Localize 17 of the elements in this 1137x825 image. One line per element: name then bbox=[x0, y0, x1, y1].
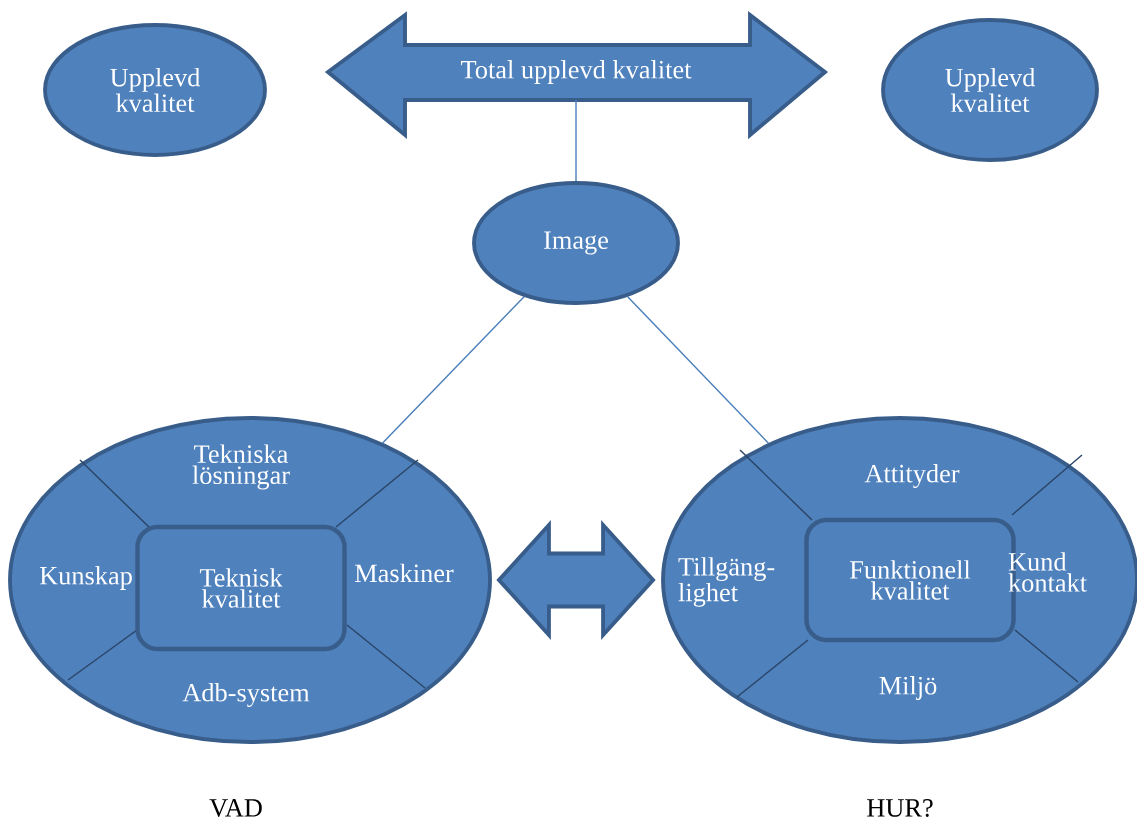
segment-label: Attityder bbox=[864, 464, 960, 488]
connector-line bbox=[381, 295, 525, 444]
caption-text: HUR? bbox=[867, 799, 933, 817]
segment-label: Adb-system bbox=[182, 683, 310, 707]
connector-line bbox=[575, 99, 577, 182]
rounded-box: Teknisk kvalitet bbox=[135, 524, 347, 652]
segment-label: Kunskap bbox=[39, 566, 132, 590]
segment-label: Miljö bbox=[879, 676, 937, 700]
ellipse-node: Upplevd kvalitet bbox=[43, 23, 267, 157]
segment-label: Tekniska lösningar bbox=[192, 444, 290, 490]
connector-line bbox=[626, 296, 770, 444]
segment-label: Maskiner bbox=[355, 563, 454, 583]
segment-label: Tillgäng- lighet bbox=[678, 557, 775, 607]
ellipse-node: Upplevd kvalitet bbox=[881, 18, 1099, 162]
segment-label: Kund kontakt bbox=[1008, 552, 1087, 592]
ellipse-node: Image bbox=[472, 181, 680, 305]
caption-text: VAD bbox=[209, 799, 262, 817]
